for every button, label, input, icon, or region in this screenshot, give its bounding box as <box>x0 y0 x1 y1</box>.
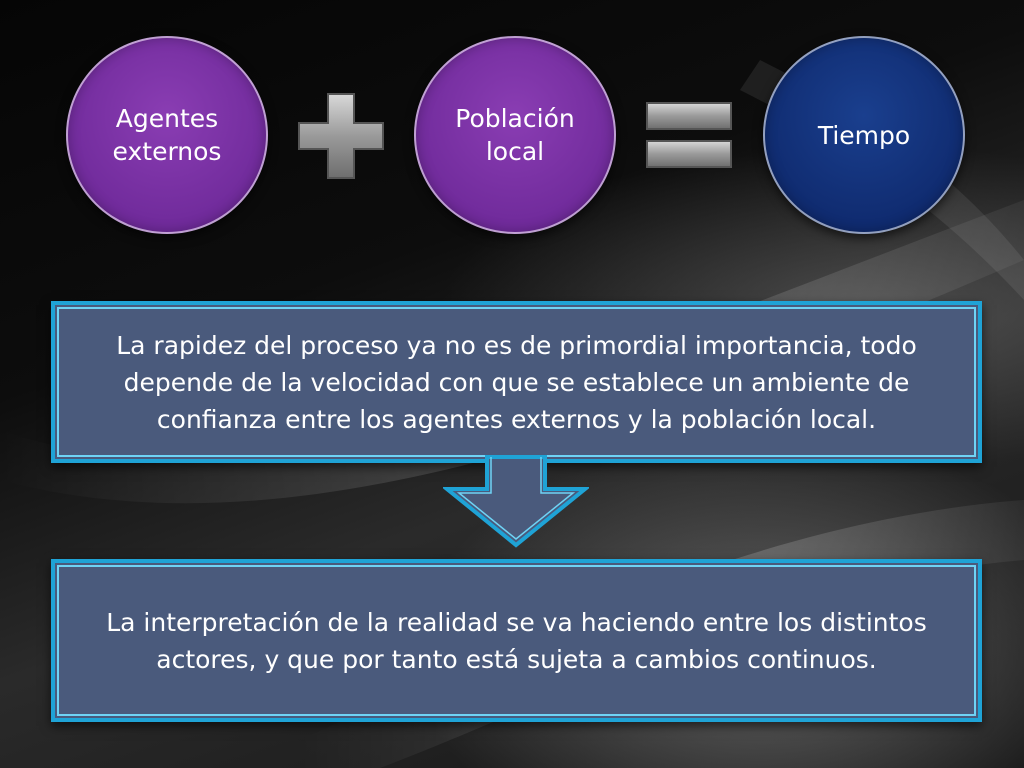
text-box-interpretacion-text: La interpretación de la realidad se va h… <box>106 607 927 674</box>
text-box-rapidez: La rapidez del proceso ya no es de primo… <box>51 301 982 463</box>
equals-icon <box>646 102 732 168</box>
down-arrow-icon <box>443 455 589 548</box>
circle-agentes-externos: Agentes externos <box>66 36 268 234</box>
circle-label-poblacion: Población local <box>455 104 575 166</box>
text-box-rapidez-text: La rapidez del proceso ya no es de primo… <box>116 330 917 434</box>
circle-label-tiempo: Tiempo <box>817 120 911 150</box>
circle-poblacion-local: Población local <box>414 36 616 234</box>
plus-icon <box>298 93 384 179</box>
circle-label-agentes: Agentes externos <box>112 104 222 166</box>
circle-tiempo: Tiempo <box>763 36 965 234</box>
text-box-interpretacion: La interpretación de la realidad se va h… <box>51 559 982 722</box>
